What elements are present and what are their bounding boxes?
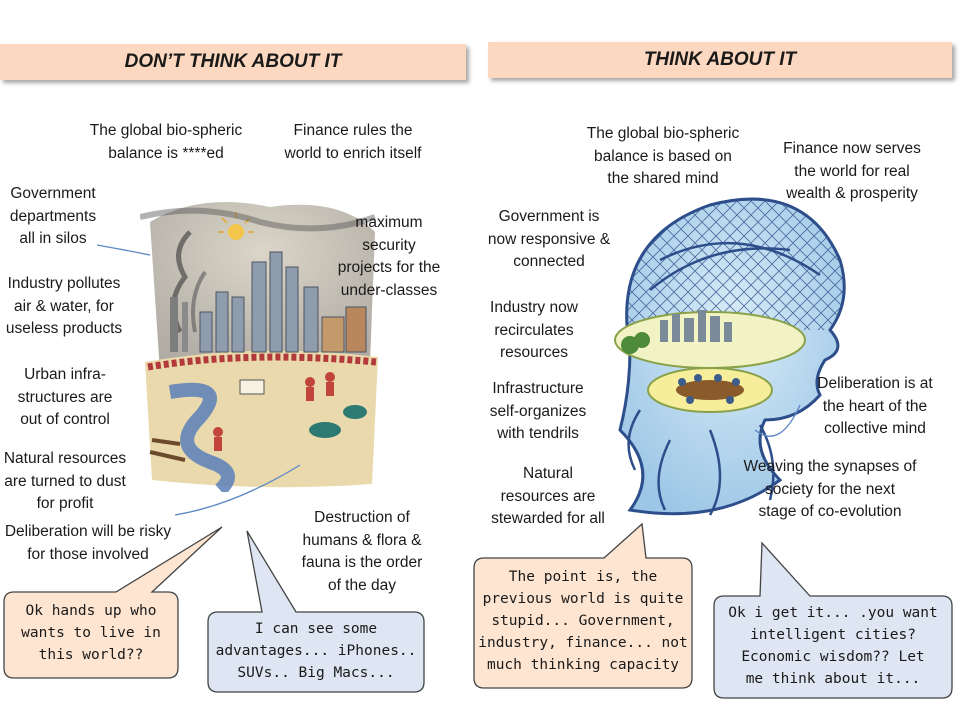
left-label-finance: Finance rules the world to enrich itself xyxy=(284,122,422,162)
left-label-industry: Industry pollutes air & water, for usele… xyxy=(5,275,123,337)
advantages-bubble xyxy=(207,530,425,693)
left-label-natural: Natural resources are turned to dust for… xyxy=(3,450,127,512)
left-label-destruction: Destruction of humans & flora & fauna is… xyxy=(301,509,423,594)
right-label-natural: Natural resources are stewarded for all xyxy=(491,465,605,527)
polluted-city-illustration xyxy=(140,202,378,492)
right-label-government: Government is now responsive & connected xyxy=(487,208,611,270)
right-label-finance: Finance now serves the world for real we… xyxy=(783,140,921,202)
right-label-infrastructure: Infrastructure self-organizes with tendr… xyxy=(489,380,587,442)
advantages-bubble-text: I can see some advantages... iPhones.. S… xyxy=(215,621,417,681)
right-label-weaving: Weaving the synapses of society for the … xyxy=(743,458,917,520)
get-it-bubble-text: Ok i get it... .you want intelligent cit… xyxy=(728,605,938,687)
right-label-industry: Industry now recirculates resources xyxy=(490,299,578,361)
get-it-bubble xyxy=(713,541,953,699)
point-bubble-text: The point is, the previous world is quit… xyxy=(478,569,688,673)
point-bubble xyxy=(473,522,693,689)
left-label-government: Government departments all in silos xyxy=(9,185,97,247)
hands-up-bubble-text: Ok hands up who wants to live in this wo… xyxy=(21,603,161,663)
left-label-biosphere: The global bio-spheric balance is ****ed xyxy=(89,122,243,162)
left-label-security: maximum security projects for the under-… xyxy=(337,214,441,299)
right-label-biosphere: The global bio-spheric balance is based … xyxy=(586,125,740,187)
hands-up-bubble xyxy=(3,526,223,679)
right-panel-title: THINK ABOUT IT xyxy=(488,42,952,78)
sun-icon xyxy=(228,224,244,240)
left-label-deliberation: Deliberation will be risky for those inv… xyxy=(4,523,172,563)
left-panel-title: DON’T THINK ABOUT IT xyxy=(0,44,466,80)
networked-head-illustration xyxy=(614,197,846,516)
right-label-deliberation: Deliberation is at the heart of the coll… xyxy=(817,375,933,437)
left-label-urban: Urban infra- structures are out of contr… xyxy=(17,366,113,428)
